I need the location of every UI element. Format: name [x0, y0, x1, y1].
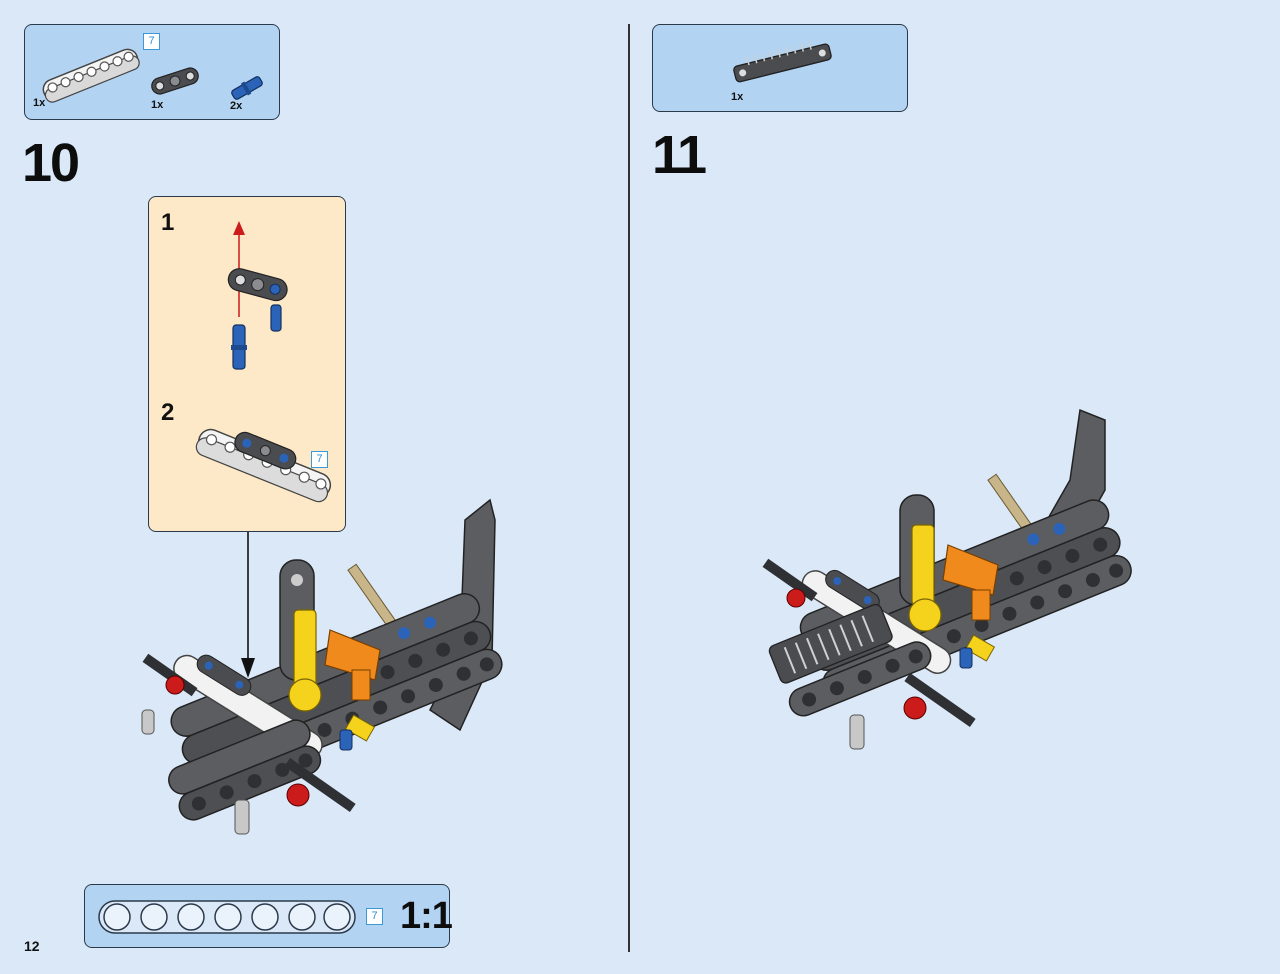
substep-callout: 1 2 7 — [148, 196, 346, 532]
gear-rack-part-icon — [733, 41, 832, 83]
ruler-scale-label: 1:1 — [400, 895, 453, 937]
white-beam-part-icon — [42, 48, 140, 103]
step-11-model-illustration — [762, 408, 1132, 750]
step-10-model-illustration — [141, 498, 503, 835]
ruler-beam-illustration — [98, 900, 356, 934]
part-quantity: 1x — [151, 99, 164, 111]
blue-pin-part-icon — [231, 76, 263, 100]
page-divider — [628, 24, 630, 952]
step-10-parts-list: 7 1x 1x 2x — [24, 24, 280, 120]
substep-2-illustration — [195, 428, 332, 503]
ruler-length-tag: 7 — [366, 908, 383, 925]
substep-1-illustration — [227, 221, 288, 370]
page-number: 12 — [24, 938, 40, 954]
part-quantity: 1x — [731, 91, 744, 103]
substep-number: 1 — [161, 209, 175, 236]
beam-length-tag: 7 — [311, 451, 328, 468]
step-11-parts-list: 1x — [652, 24, 908, 112]
dark-connector-part-icon — [151, 67, 199, 95]
step-number: 11 — [652, 125, 707, 185]
length-ruler: 7 — [84, 884, 450, 948]
part-quantity: 1x — [33, 97, 46, 109]
beam-length-tag: 7 — [143, 33, 160, 50]
step-number: 10 — [22, 133, 80, 193]
substep-number: 2 — [161, 399, 175, 426]
callout-pointer-arrow — [241, 532, 255, 678]
part-quantity: 2x — [230, 100, 243, 112]
